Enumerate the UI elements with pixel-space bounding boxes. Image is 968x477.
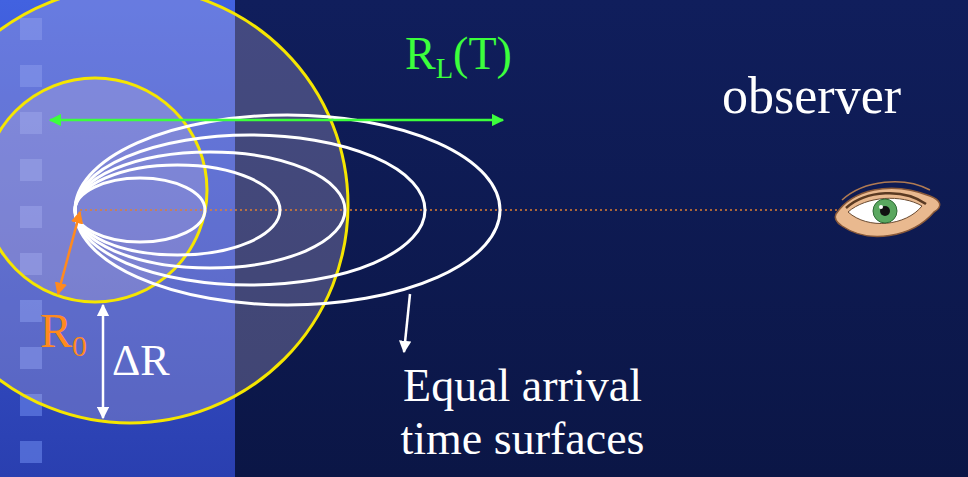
extent-arrow	[50, 119, 503, 122]
radius-label: R0	[40, 303, 87, 361]
equal-arrival-ellipses	[75, 115, 500, 305]
outer-shell	[0, 0, 348, 423]
observer-label: observer	[722, 66, 901, 126]
extent-label: RL(T)	[405, 28, 512, 83]
pointer-arrow	[404, 294, 410, 352]
thickness-label: ΔR	[112, 336, 170, 387]
eye-icon	[835, 182, 940, 237]
radius-arrow	[58, 212, 80, 294]
inner-shell	[0, 78, 207, 302]
surfaces-label: Equal arrival time surfaces	[380, 360, 665, 466]
thickness-arrow	[102, 305, 105, 418]
